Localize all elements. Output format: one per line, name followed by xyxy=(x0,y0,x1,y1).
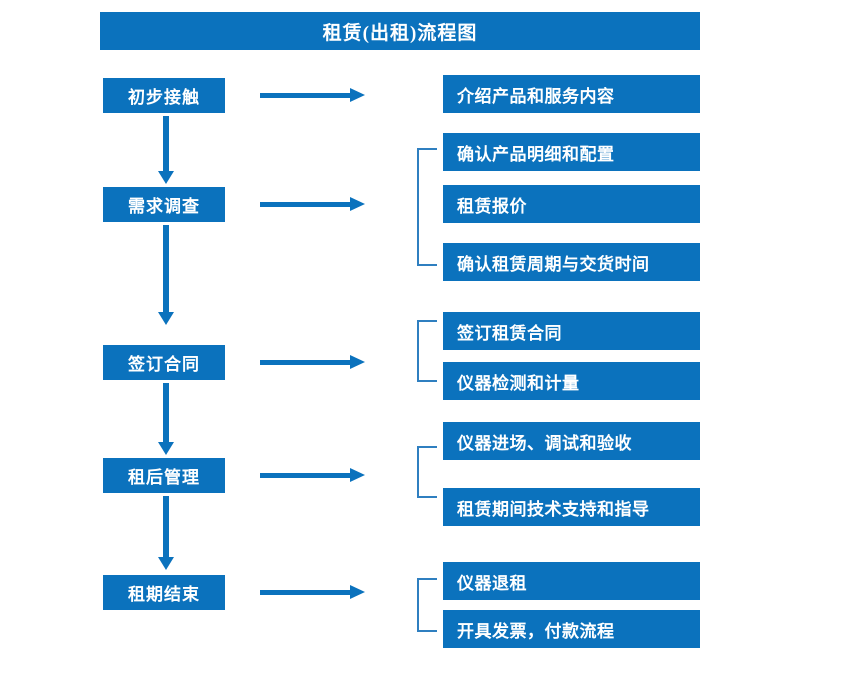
detail-box-confirm-rental-period[interactable]: 确认租赁周期与交货时间 xyxy=(443,243,700,281)
stage-box-post-rental-management[interactable]: 租后管理 xyxy=(103,458,225,493)
arrow-right-stage-5 xyxy=(260,585,365,599)
arrow-shaft xyxy=(260,590,353,595)
arrow-right-stage-2 xyxy=(260,197,365,211)
group-bracket-post-rental-management xyxy=(417,446,437,498)
group-bracket-rental-end xyxy=(417,578,437,632)
arrow-shaft xyxy=(163,225,169,312)
arrow-head xyxy=(158,171,174,184)
detail-box-invoice-payment[interactable]: 开具发票，付款流程 xyxy=(443,610,700,648)
stage-box-preliminary-contact[interactable]: 初步接触 xyxy=(103,78,225,113)
group-bracket-requirement-survey xyxy=(417,148,437,266)
detail-box-instrument-entry-commissioning[interactable]: 仪器进场、调试和验收 xyxy=(443,422,700,460)
flowchart-title: 租赁(出租)流程图 xyxy=(100,12,700,50)
detail-box-technical-support[interactable]: 租赁期间技术支持和指导 xyxy=(443,488,700,526)
stage-box-sign-contract[interactable]: 签订合同 xyxy=(103,345,225,380)
detail-box-confirm-product-details[interactable]: 确认产品明细和配置 xyxy=(443,133,700,171)
arrow-shaft xyxy=(163,496,169,557)
stage-box-rental-end[interactable]: 租期结束 xyxy=(103,575,225,610)
arrow-head xyxy=(158,312,174,325)
arrow-shaft xyxy=(260,93,353,98)
arrow-head xyxy=(350,88,365,102)
detail-box-sign-rental-contract[interactable]: 签订租赁合同 xyxy=(443,312,700,350)
group-bracket-sign-contract xyxy=(417,320,437,382)
arrow-head xyxy=(158,442,174,455)
detail-box-introduce-products[interactable]: 介绍产品和服务内容 xyxy=(443,75,700,113)
detail-box-instrument-return[interactable]: 仪器退租 xyxy=(443,562,700,600)
arrow-head xyxy=(350,468,365,482)
stage-box-requirement-survey[interactable]: 需求调查 xyxy=(103,187,225,222)
arrow-head xyxy=(158,557,174,570)
arrow-shaft xyxy=(260,360,353,365)
arrow-shaft xyxy=(163,383,169,442)
arrow-head xyxy=(350,585,365,599)
arrow-down-stage-1-to-2 xyxy=(158,116,174,184)
arrow-right-stage-1 xyxy=(260,88,365,102)
arrow-right-stage-4 xyxy=(260,468,365,482)
arrow-right-stage-3 xyxy=(260,355,365,369)
detail-box-rental-quotation[interactable]: 租赁报价 xyxy=(443,185,700,223)
arrow-down-stage-3-to-4 xyxy=(158,383,174,455)
arrow-down-stage-4-to-5 xyxy=(158,496,174,570)
detail-box-instrument-inspection[interactable]: 仪器检测和计量 xyxy=(443,362,700,400)
arrow-shaft xyxy=(163,116,169,171)
arrow-down-stage-2-to-3 xyxy=(158,225,174,325)
arrow-head xyxy=(350,197,365,211)
arrow-shaft xyxy=(260,202,353,207)
arrow-shaft xyxy=(260,473,353,478)
arrow-head xyxy=(350,355,365,369)
